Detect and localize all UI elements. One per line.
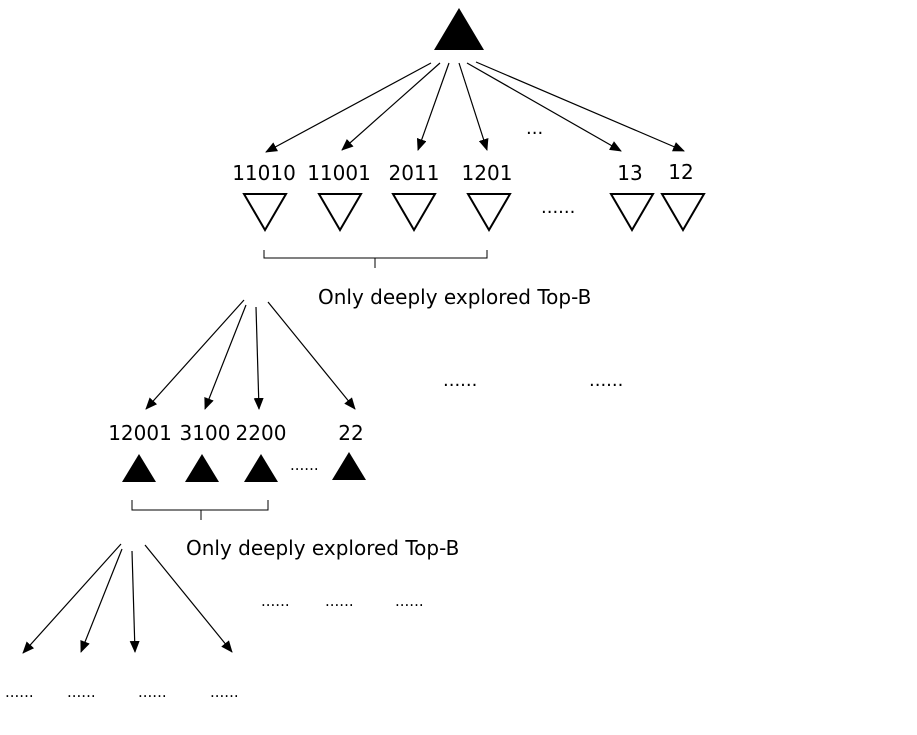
level3-leaf-ellipsis: ...... xyxy=(138,683,167,701)
level2-node-label: 3100 xyxy=(180,421,231,445)
edge-to-2200 xyxy=(253,306,264,410)
level1-node-label: 1201 xyxy=(462,161,513,185)
level1-node-label: 2011 xyxy=(389,161,440,185)
level3-leaf-ellipsis: ...... xyxy=(210,683,239,701)
level2-caption: Only deeply explored Top-B xyxy=(186,536,459,560)
level1-node-triangle xyxy=(391,193,437,232)
edge-root-11010 xyxy=(265,62,432,153)
level1-node-triangle xyxy=(609,193,655,232)
level1-node-triangle xyxy=(466,193,512,232)
edge-to-leaf xyxy=(22,543,122,654)
level1-node-label: 11001 xyxy=(307,161,371,185)
level2-node-label: 2200 xyxy=(236,421,287,445)
level3-leaf-ellipsis: ...... xyxy=(67,683,96,701)
edge-to-leaf xyxy=(129,550,140,653)
level2-edges xyxy=(22,543,233,654)
level1-node-label: 11010 xyxy=(232,161,296,185)
level3-side-ellipsis: ...... xyxy=(325,592,354,610)
level1-node-triangle xyxy=(242,193,288,232)
level1-node-ellipsis: ...... xyxy=(541,197,575,218)
edge-root-2011 xyxy=(416,62,450,151)
level3-leaf-ellipsis: ...... xyxy=(5,683,34,701)
edge-root-11001 xyxy=(341,62,441,151)
level1-brace xyxy=(263,250,488,268)
level1-node-label: 13 xyxy=(617,161,642,185)
level2-node-triangle xyxy=(122,454,156,482)
level3-side-ellipsis: ...... xyxy=(261,592,290,610)
level2-node-triangle xyxy=(244,454,278,482)
level1-node-triangle xyxy=(660,193,706,232)
level2-side-ellipsis: ...... xyxy=(443,370,477,391)
edge-to-leaf xyxy=(80,548,123,653)
level2-node-triangle xyxy=(185,454,219,482)
level2-side-ellipsis: ...... xyxy=(589,370,623,391)
root-node-triangle xyxy=(434,8,484,50)
root-edges xyxy=(265,61,685,153)
level2-node-ellipsis: ...... xyxy=(290,456,319,474)
level1-caption: Only deeply explored Top-B xyxy=(318,285,591,309)
edge-to-12001 xyxy=(145,299,245,410)
level2-node-triangle xyxy=(332,452,366,480)
level1-node-triangle xyxy=(317,193,363,232)
level2-node-label: 12001 xyxy=(108,421,172,445)
root-edge-ellipsis: ... xyxy=(526,118,543,139)
level2-node-label: 22 xyxy=(338,421,363,445)
level1-edges xyxy=(145,299,356,410)
level2-brace xyxy=(131,500,269,520)
edge-root-13 xyxy=(466,62,622,152)
level3-side-ellipsis: ...... xyxy=(395,592,424,610)
level2-nodes xyxy=(122,452,366,482)
level1-nodes xyxy=(242,193,706,232)
edge-root-12 xyxy=(475,61,685,152)
level1-node-label: 12 xyxy=(668,160,693,184)
edge-to-22 xyxy=(267,301,356,410)
edge-root-1201 xyxy=(458,62,489,151)
edge-to-leaf xyxy=(144,544,233,653)
edge-to-3100 xyxy=(204,304,247,410)
